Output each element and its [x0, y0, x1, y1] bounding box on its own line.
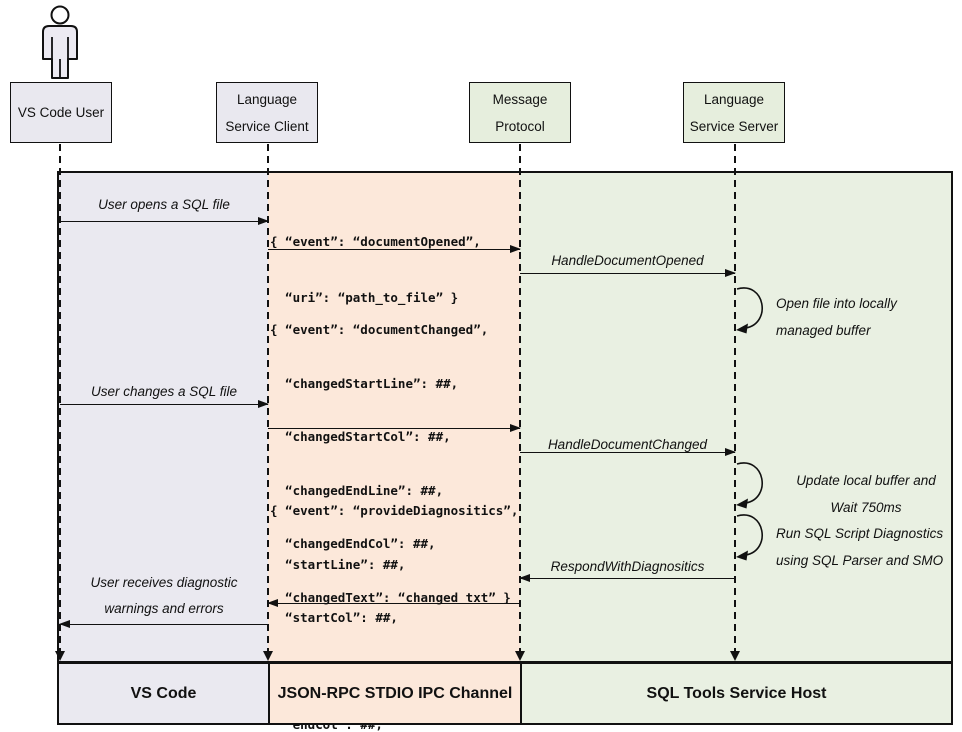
note-line: Run SQL Script Diagnostics [776, 526, 944, 541]
actor-label: Language [703, 91, 765, 107]
message-label-user-opens: User opens a SQL file [98, 197, 230, 212]
message-label-handle-changed: HandleDocumentChanged [547, 437, 708, 452]
arrow-document-opened [268, 245, 521, 254]
note-line: User receives diagnostic [90, 575, 238, 590]
arrowhead-right-icon [258, 217, 269, 226]
lane-label: SQL Tools Service Host [646, 684, 827, 702]
json-line: “changedText”: “changed txt” } [270, 589, 511, 605]
self-loop-run-diagnostics-icon [736, 514, 763, 561]
lifeline-end-arrow-icon [262, 651, 273, 661]
lifeline-vscode-user [59, 144, 61, 653]
json-line: { “event”: “documentChanged”, [270, 322, 489, 337]
arrow-user-changes [60, 400, 269, 409]
actor-label: Language [236, 91, 298, 107]
json-line: “startLine”: ##, [270, 556, 406, 572]
self-loop-update-buffer-icon [736, 462, 763, 509]
self-loop-open-file-icon [736, 287, 763, 334]
lifeline-end-arrow-icon [54, 651, 65, 661]
lifeline-service-client [267, 144, 269, 653]
note-line: warnings and errors [104, 601, 224, 616]
note-open-file: Open file into locally managed buffer [776, 290, 897, 344]
arrowhead-right-icon [725, 269, 736, 278]
arrow-diagnostics-to-user [59, 620, 268, 629]
json-line: “changedStartLine”: ##, [270, 375, 459, 391]
note-line: managed buffer [776, 323, 871, 338]
bottom-lanes: VS Code JSON-RPC STDIO IPC Channel SQL T… [57, 662, 953, 725]
actor-label: Protocol [495, 118, 545, 134]
vscode-region [59, 173, 268, 661]
arrowhead-left-icon [519, 574, 530, 583]
actor-box-language-service-client: Language Service Client [216, 82, 318, 143]
arrow-handle-document-changed [520, 448, 736, 457]
json-line: “changedEndLine”: ##, [270, 482, 444, 498]
user-person-icon [42, 5, 78, 79]
arrow-user-opens [60, 217, 269, 226]
message-label-user-changes: User changes a SQL file [90, 384, 238, 399]
arrowhead-right-icon [258, 400, 269, 409]
arrowhead-left-icon [267, 599, 278, 608]
lifeline-service-server [734, 144, 736, 653]
lifeline-message-protocol [519, 144, 521, 653]
arrow-document-changed [268, 424, 521, 433]
lane-json-rpc-channel: JSON-RPC STDIO IPC Channel [268, 664, 520, 723]
json-line: “uri”: “path_to_file” } [270, 290, 459, 305]
json-line: “changedStartCol”: ##, [270, 429, 451, 444]
arrowhead-right-icon [725, 448, 736, 457]
actor-box-message-protocol: Message Protocol [469, 82, 571, 143]
arrow-respond-with-diagnostics [519, 574, 735, 583]
arrow-diagnostics-to-client [267, 599, 520, 608]
arrowhead-left-icon [59, 620, 70, 629]
actor-box-vscode-user: VS Code User [10, 82, 112, 143]
actor-box-language-service-server: Language Service Server [683, 82, 785, 143]
actor-label: Service Client [225, 118, 309, 134]
note-line: Wait 750ms [830, 500, 902, 515]
lifeline-end-arrow-icon [729, 651, 740, 661]
actor-label: Message [492, 91, 548, 107]
arrowhead-right-icon [510, 424, 521, 433]
lane-label: JSON-RPC STDIO IPC Channel [277, 684, 513, 702]
json-line: “startCol”: ##, [270, 610, 398, 625]
arrow-handle-document-opened [520, 269, 736, 278]
lane-vscode: VS Code [59, 664, 268, 723]
message-label-respond-diagnostics: RespondWithDiagnositics [550, 559, 705, 574]
interaction-band [57, 171, 953, 663]
lane-label: VS Code [130, 684, 197, 702]
note-run-diagnostics: Run SQL Script Diagnostics using SQL Par… [776, 520, 943, 574]
json-line: { “event”: “documentOpened”, [270, 234, 481, 249]
json-message-document-opened: { “event”: “documentOpened”, “uri”: “pat… [270, 199, 481, 341]
message-label-handle-opened: HandleDocumentOpened [551, 253, 704, 268]
note-line: Open file into locally [776, 296, 897, 311]
lifeline-end-arrow-icon [514, 651, 525, 661]
json-line: { “event”: “provideDiagnositics”, [270, 503, 519, 518]
ipc-channel-region [268, 173, 520, 661]
json-message-document-changed: { “event”: “documentChanged”, “changedSt… [270, 288, 511, 639]
arrowhead-right-icon [510, 245, 521, 254]
json-line: “changedEndCol”: ##, [270, 536, 436, 551]
note-line: using SQL Parser and SMO [776, 553, 944, 568]
note-line: Update local buffer and [796, 473, 936, 488]
note-user-receives: User receives diagnostic warnings and er… [60, 570, 268, 622]
actor-label: VS Code User [17, 105, 105, 120]
actor-label: Service Server [689, 118, 779, 134]
note-update-buffer: Update local buffer and Wait 750ms [770, 467, 962, 521]
lane-sql-tools-service-host: SQL Tools Service Host [520, 664, 951, 723]
